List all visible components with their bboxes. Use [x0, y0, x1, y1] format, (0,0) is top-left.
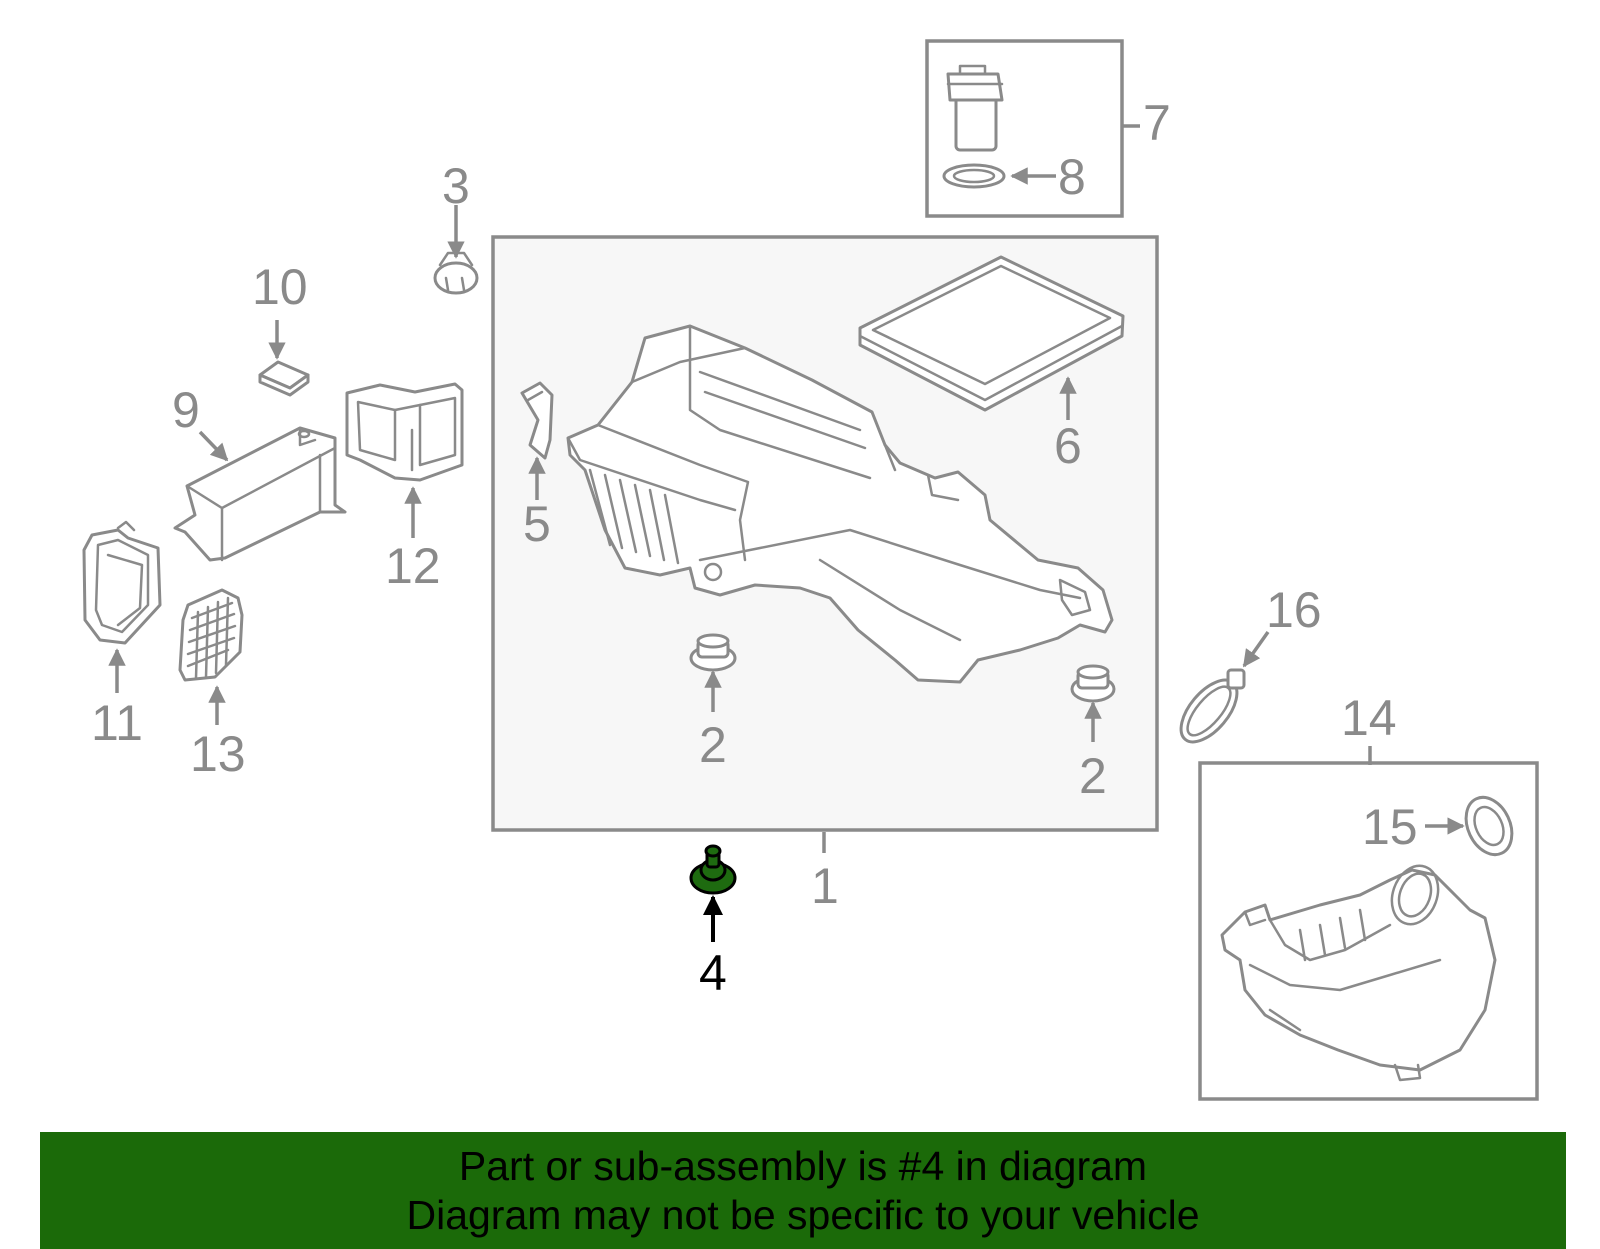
air-cleaner-housing-part[interactable] [566, 324, 1114, 684]
intake-frame-part-11[interactable] [82, 520, 162, 645]
air-filter-element-part[interactable] [858, 255, 1125, 412]
callout-10: 10 [252, 259, 308, 315]
seal-ring-part-15[interactable] [1457, 790, 1520, 862]
callout-1: 1 [811, 858, 839, 914]
hose-clamp-part-16[interactable] [1171, 668, 1248, 752]
callout-11: 11 [91, 695, 143, 751]
callout-7: 7 [1143, 95, 1171, 151]
banner-line-1: Part or sub-assembly is #4 in diagram [458, 1143, 1148, 1189]
clip-part-5[interactable] [520, 381, 554, 460]
leader-lines [108, 124, 1465, 942]
callout-2a: 2 [699, 717, 727, 773]
callout-14: 14 [1341, 690, 1397, 746]
foam-pad-part-10[interactable] [258, 360, 310, 397]
callout-3: 3 [442, 158, 470, 214]
grommet-part-2b[interactable] [1070, 664, 1116, 703]
cap-part-3[interactable] [433, 251, 479, 295]
callout-8: 8 [1058, 149, 1086, 205]
callout-13: 13 [190, 726, 246, 782]
callout-16: 16 [1266, 582, 1322, 638]
callout-5: 5 [523, 496, 551, 552]
callout-15: 15 [1362, 799, 1418, 855]
air-duct-part-9[interactable] [173, 426, 347, 562]
duct-part-12[interactable] [345, 382, 464, 482]
fastener-part-4-highlighted[interactable] [689, 844, 737, 895]
grille-part-13[interactable] [178, 588, 244, 682]
callout-9: 9 [172, 382, 200, 438]
banner-line-2: Diagram may not be specific to your vehi… [406, 1192, 1200, 1238]
callout-2b: 2 [1079, 748, 1107, 804]
callout-4: 4 [699, 945, 727, 1001]
intake-duct-part-14[interactable] [1220, 859, 1497, 1082]
info-banner: Part or sub-assembly is #4 in diagram Di… [40, 1132, 1566, 1249]
callout-12: 12 [385, 538, 441, 594]
sensor-part-7[interactable] [946, 64, 1004, 152]
grommet-part-2a[interactable] [689, 633, 737, 672]
callout-6: 6 [1054, 418, 1082, 474]
seal-ring-part-8[interactable] [942, 163, 1006, 189]
